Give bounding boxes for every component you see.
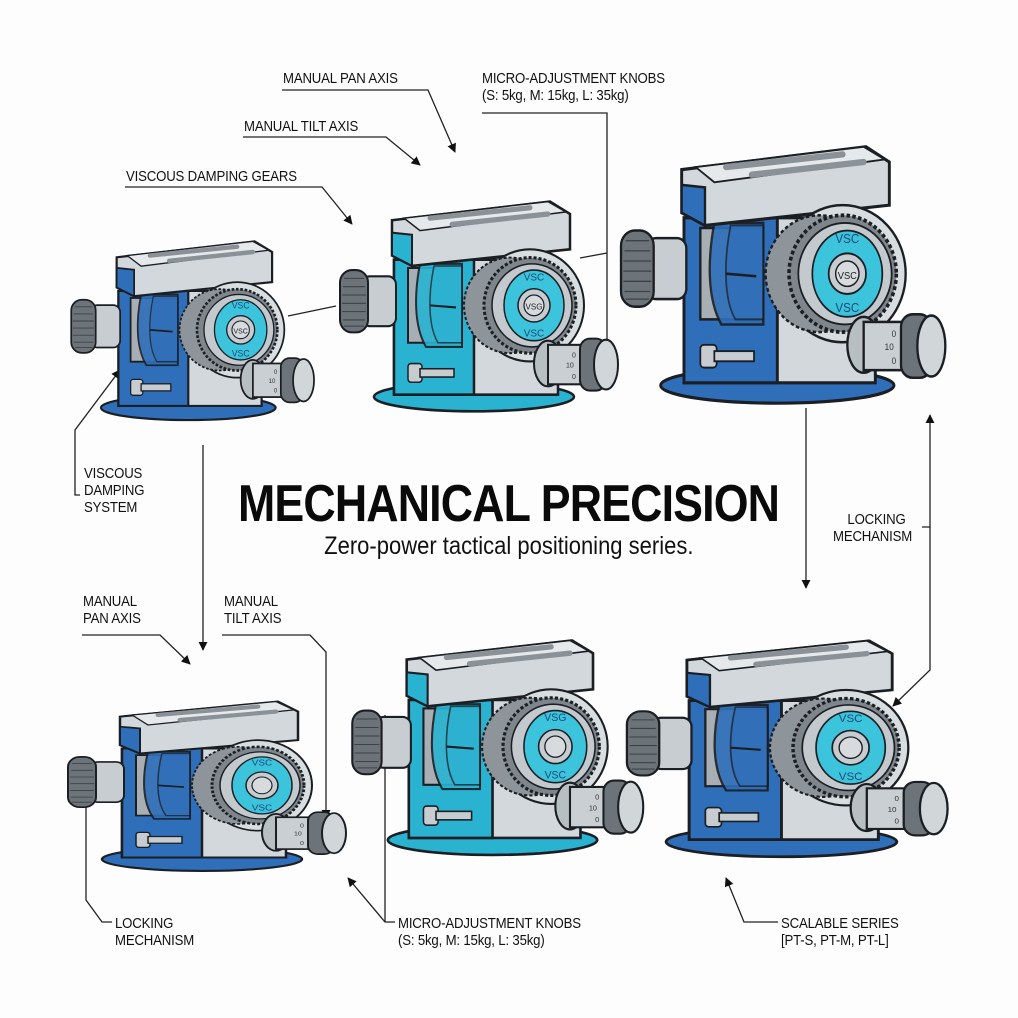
leader-viscous-damping-system xyxy=(74,369,121,496)
knob-scale-mark: 0 xyxy=(572,373,576,381)
callout-line: LOCKING xyxy=(115,915,174,932)
leader-bottom-pan-axis xyxy=(82,634,191,665)
gear-label: VSC xyxy=(835,300,859,315)
pan-tilt-head-illustration: VSC VSC VSC 0 10 0 xyxy=(619,145,947,405)
leader-top-damping-gears xyxy=(125,186,353,225)
gear-label: VSG xyxy=(526,302,543,311)
gear-label: VSG xyxy=(544,712,566,724)
gear-label: VSC xyxy=(839,771,863,783)
subtitle-text: Zero-power tactical positioning series. xyxy=(324,532,694,560)
gear-label: VSC xyxy=(838,270,857,281)
callout-line: MANUAL xyxy=(224,593,278,610)
leader-top-micro-adjust-branch xyxy=(579,252,608,259)
callout-top-micro-adjustment-knobs: MICRO-ADJUSTMENT KNOBS (S: 5kg, M: 15kg,… xyxy=(482,70,665,104)
knob-scale-mark: 0 xyxy=(894,794,899,803)
leader-right-lock-lower xyxy=(892,527,931,707)
pan-tilt-head-illustration: VSC VSC VSC 0 10 0 xyxy=(70,240,315,422)
pan-tilt-head-bottom-medium: VSG VSC 0 10 0 xyxy=(346,598,660,874)
pan-tilt-head-illustration: VSG VSC 0 10 0 xyxy=(351,639,645,857)
knob-scale-mark: 0 xyxy=(300,823,304,829)
leader-bottom-tilt-axis xyxy=(222,634,331,819)
gear-label: VSC xyxy=(232,348,250,358)
page-title: MECHANICAL PRECISION xyxy=(0,474,1018,534)
knob-scale-mark: 0 xyxy=(300,840,304,846)
callout-bottom-locking-mechanism: LOCKING MECHANISM xyxy=(115,915,194,949)
callout-line: (S: 5kg, M: 15kg, L: 35kg) xyxy=(482,87,629,104)
leader-top-tilt-axis xyxy=(243,136,421,166)
callout-line: PAN AXIS xyxy=(83,610,141,627)
callout-top-viscous-damping-gears: VISCOUS DAMPING GEARS xyxy=(126,168,297,185)
knob-scale-mark: 0 xyxy=(572,351,576,359)
callout-top-manual-tilt-axis: MANUAL TILT AXIS xyxy=(244,118,359,135)
knob-scale-mark: 10 xyxy=(589,803,597,812)
callout-line: VISCOUS xyxy=(84,465,143,482)
callout-line: SYSTEM xyxy=(84,499,138,516)
knob-scale-mark: 10 xyxy=(885,342,894,352)
knob-scale-mark: 0 xyxy=(595,815,599,824)
pan-tilt-head-illustration: VSC VSC 0 10 0 xyxy=(67,700,347,872)
knob-scale-mark: 10 xyxy=(888,805,898,814)
pan-tilt-head-top-large: VSC VSC VSC 0 10 0 xyxy=(614,96,964,426)
callout-line: MICRO-ADJUSTMENT KNOBS xyxy=(482,70,665,87)
knob-scale-mark: 10 xyxy=(269,378,276,385)
callout-line: DAMPING xyxy=(84,482,145,499)
callout-line: MANUAL xyxy=(83,593,137,610)
callout-line: LOCKING xyxy=(847,511,906,528)
knob-scale-mark: 0 xyxy=(274,369,278,376)
callout-viscous-damping-system: VISCOUS DAMPING SYSTEM xyxy=(84,465,145,516)
leader-top-damping-branch xyxy=(287,305,337,317)
knob-scale-mark: 10 xyxy=(566,362,574,370)
knob-scale-mark: 0 xyxy=(595,793,599,802)
gear-label: VSC xyxy=(252,803,273,812)
knob-scale-mark: 0 xyxy=(894,817,899,826)
page-subtitle: Zero-power tactical positioning series. xyxy=(0,532,1018,561)
callout-top-locking-mechanism: LOCKING MECHANISM xyxy=(833,511,912,545)
knob-scale-mark: 0 xyxy=(892,355,897,365)
callout-bottom-manual-pan-axis: MANUAL PAN AXIS xyxy=(83,593,141,627)
pan-tilt-head-illustration: VSC VSC 0 10 0 xyxy=(625,639,949,859)
knob-scale-mark: 0 xyxy=(892,329,897,339)
gear-label: VSC xyxy=(233,328,247,335)
leader-top-pan-axis xyxy=(282,89,456,153)
callout-line: MECHANISM xyxy=(833,528,913,545)
gear-label: VSC xyxy=(835,232,859,247)
callout-top-manual-pan-axis: MANUAL PAN AXIS xyxy=(283,70,398,87)
gear-label: VSC xyxy=(232,301,250,311)
knob-scale-mark: 10 xyxy=(294,831,302,837)
callout-bottom-micro-adjustment-knobs: MICRO-ADJUSTMENT KNOBS (S: 5kg, M: 15kg,… xyxy=(398,915,581,949)
pan-tilt-head-bottom-small: VSC VSC 0 10 0 xyxy=(62,668,362,886)
gear-label: VSC xyxy=(252,758,273,767)
gear-label: VSC xyxy=(545,769,567,781)
pan-tilt-head-top-small: VSC VSC VSC 0 10 0 xyxy=(66,206,328,436)
callout-line: (S: 5kg, M: 15kg, L: 35kg) xyxy=(398,932,545,949)
callout-line: MICRO-ADJUSTMENT KNOBS xyxy=(398,915,581,932)
pan-tilt-head-illustration: VSC VSG VSC 0 10 0 xyxy=(339,200,619,413)
gear-label: VSC xyxy=(524,272,545,283)
leader-bottom-locking xyxy=(81,779,112,923)
callout-line: TILT AXIS xyxy=(224,610,282,627)
leader-bottom-scalable xyxy=(724,877,778,923)
leader-top-micro-adjust xyxy=(482,112,612,357)
callout-line: MECHANISM xyxy=(115,932,195,949)
callout-bottom-manual-tilt-axis: MANUAL TILT AXIS xyxy=(224,593,282,627)
title-text: MECHANICAL PRECISION xyxy=(238,475,780,533)
callout-line: [PT-S, PT-M, PT-L] xyxy=(781,932,889,949)
gear-label: VSC xyxy=(839,713,863,725)
gear-label: VSC xyxy=(524,328,545,339)
knob-scale-mark: 0 xyxy=(274,388,278,395)
callout-bottom-scalable-series: SCALABLE SERIES [PT-S, PT-M, PT-L] xyxy=(781,915,899,949)
callout-line: SCALABLE SERIES xyxy=(781,915,899,932)
pan-tilt-head-bottom-large: VSC VSC 0 10 0 xyxy=(620,598,966,876)
pan-tilt-head-top-medium: VSC VSG VSC 0 10 0 xyxy=(334,160,634,430)
